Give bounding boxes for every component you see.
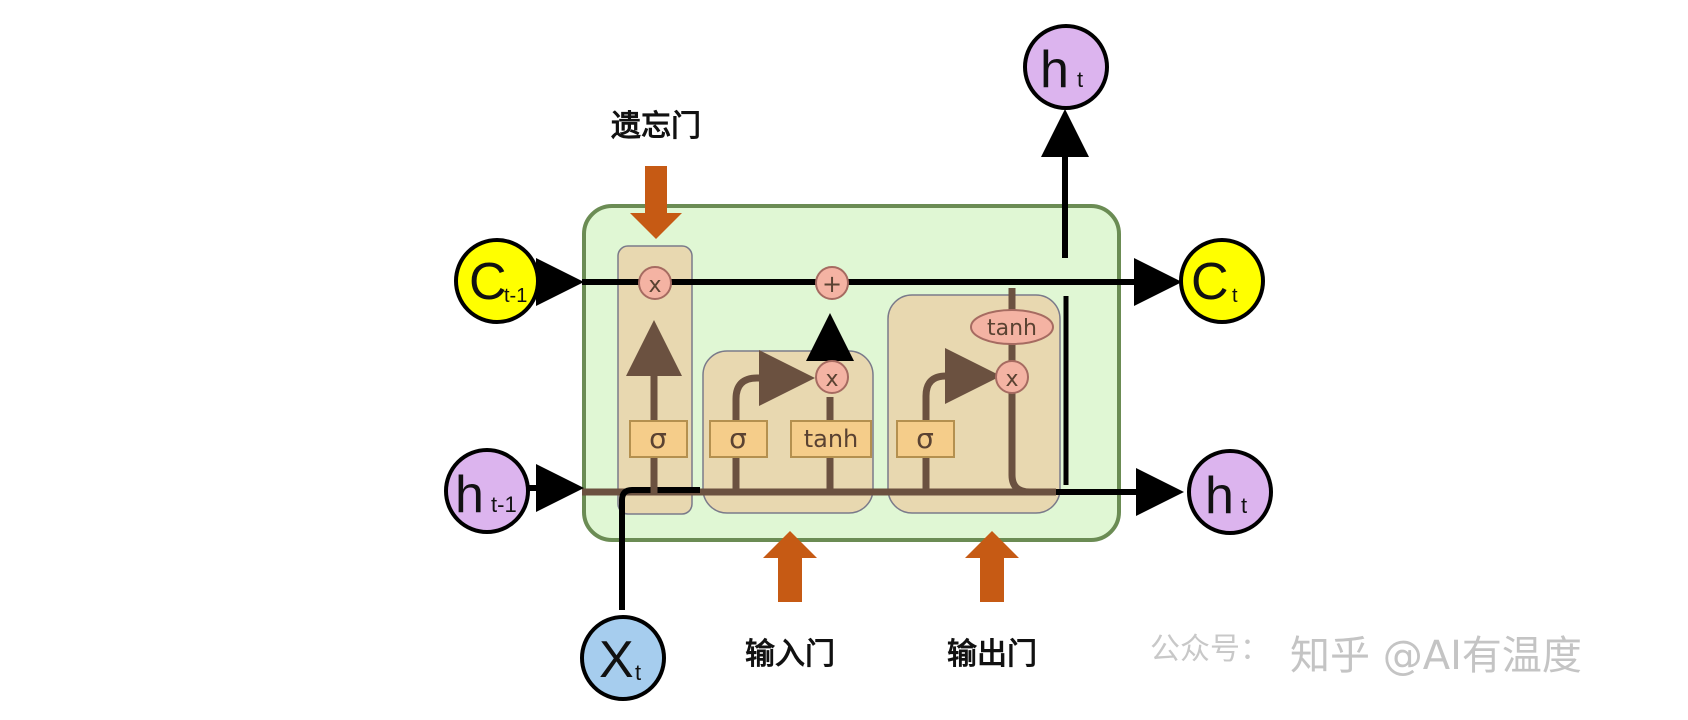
input-tanh-label: tanh	[804, 425, 859, 453]
h-prev-sub: t-1	[491, 492, 517, 517]
h-next-main: h	[1205, 467, 1234, 525]
h-next-sub: t	[1241, 493, 1247, 518]
output-to-hidden-flow	[1008, 392, 1056, 496]
forget-gate-label: 遗忘门	[611, 109, 701, 144]
forget-multiply-label: x	[648, 273, 661, 298]
input-tanh-box	[790, 420, 872, 458]
x-t-sub: t	[635, 660, 641, 685]
output-gate-indicator-arrow	[965, 531, 1019, 602]
c-next-node	[1179, 238, 1265, 324]
h-prev-main: h	[455, 466, 484, 524]
output-multiply-label: x	[1005, 367, 1018, 392]
c-next-sub: t	[1232, 285, 1238, 307]
output-sigma-flow	[922, 348, 1001, 491]
c-prev-node	[454, 238, 540, 324]
output-sigma-label: σ	[916, 422, 934, 455]
h-next-node	[1187, 449, 1273, 535]
c-next-main: C	[1191, 253, 1229, 311]
cell-tanh-label: tanh	[987, 316, 1037, 341]
input-gate-indicator-arrow	[763, 531, 817, 602]
input-gate-label: 输入门	[745, 637, 835, 672]
h-top-main: h	[1040, 41, 1069, 99]
input-multiply-label: x	[825, 367, 838, 392]
c-prev-main: C	[469, 253, 507, 311]
output-gate-label: 输出门	[947, 637, 1037, 672]
h-top-sub: t	[1077, 67, 1083, 92]
output-sigma-box	[896, 420, 955, 458]
h-prev-node	[444, 448, 530, 534]
forget-multiply-operator	[638, 266, 672, 300]
output-multiply-operator	[995, 360, 1029, 394]
x-t-main: X	[599, 631, 634, 689]
add-operator	[815, 266, 849, 300]
h-top-node	[1023, 24, 1109, 110]
add-label: +	[822, 270, 842, 298]
x-t-node	[580, 615, 666, 701]
input-multiply-operator	[815, 360, 849, 394]
watermark-right: 知乎 @AI有温度	[1290, 633, 1582, 679]
xt-input-line	[619, 487, 700, 610]
cell-tanh-operator	[970, 309, 1054, 345]
input-sigma-label: σ	[729, 422, 747, 455]
watermark-left: 公众号：	[1150, 632, 1270, 667]
forget-gate-indicator-arrow	[630, 166, 682, 239]
forget-sigma-box	[629, 420, 688, 458]
input-sigma-flow	[732, 350, 815, 490]
forget-sigma-label: σ	[649, 422, 667, 455]
c-prev-sub: t-1	[504, 285, 527, 307]
input-sigma-box	[709, 420, 768, 458]
output-gate-region	[887, 294, 1061, 514]
